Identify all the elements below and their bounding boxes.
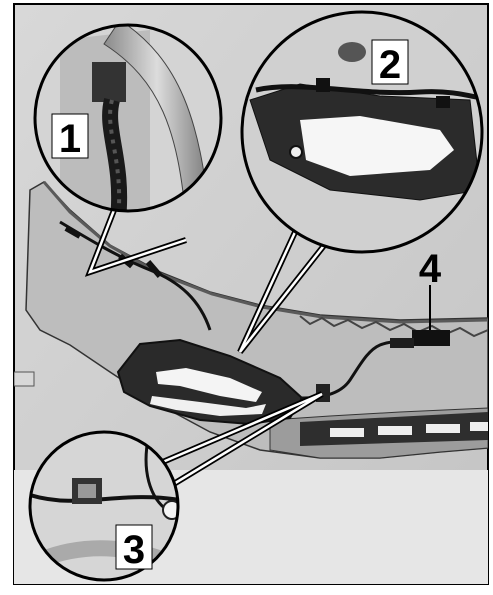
corner-bracket (14, 371, 35, 387)
harness-detail (255, 84, 482, 103)
bumper-mount-tabs (299, 315, 488, 338)
detail-circle-2 (240, 10, 484, 254)
callout-1-label: 1 (59, 117, 81, 161)
grille-slot (426, 424, 460, 433)
grille-slot (378, 426, 412, 435)
callout-4-label: 4 (419, 247, 442, 291)
bumper-upper-edge (42, 181, 488, 324)
detail-circle-1 (33, 23, 223, 213)
clip-bracket (92, 62, 126, 102)
callout-3-label: 3 (123, 528, 145, 572)
fog-light-lens-lower (150, 396, 266, 416)
callout-2-box (371, 39, 409, 85)
fog-light-opening (300, 116, 454, 176)
grille-slot (330, 428, 364, 437)
connector-4 (412, 330, 450, 346)
connector-4-plug (390, 338, 414, 348)
callout-3-box (115, 524, 153, 570)
mount-bolt (338, 42, 366, 62)
callout-2-label: 2 (379, 43, 401, 87)
grille-slot (470, 422, 488, 431)
fog-light-lens-upper (156, 368, 262, 402)
callout-1-box (51, 113, 89, 159)
